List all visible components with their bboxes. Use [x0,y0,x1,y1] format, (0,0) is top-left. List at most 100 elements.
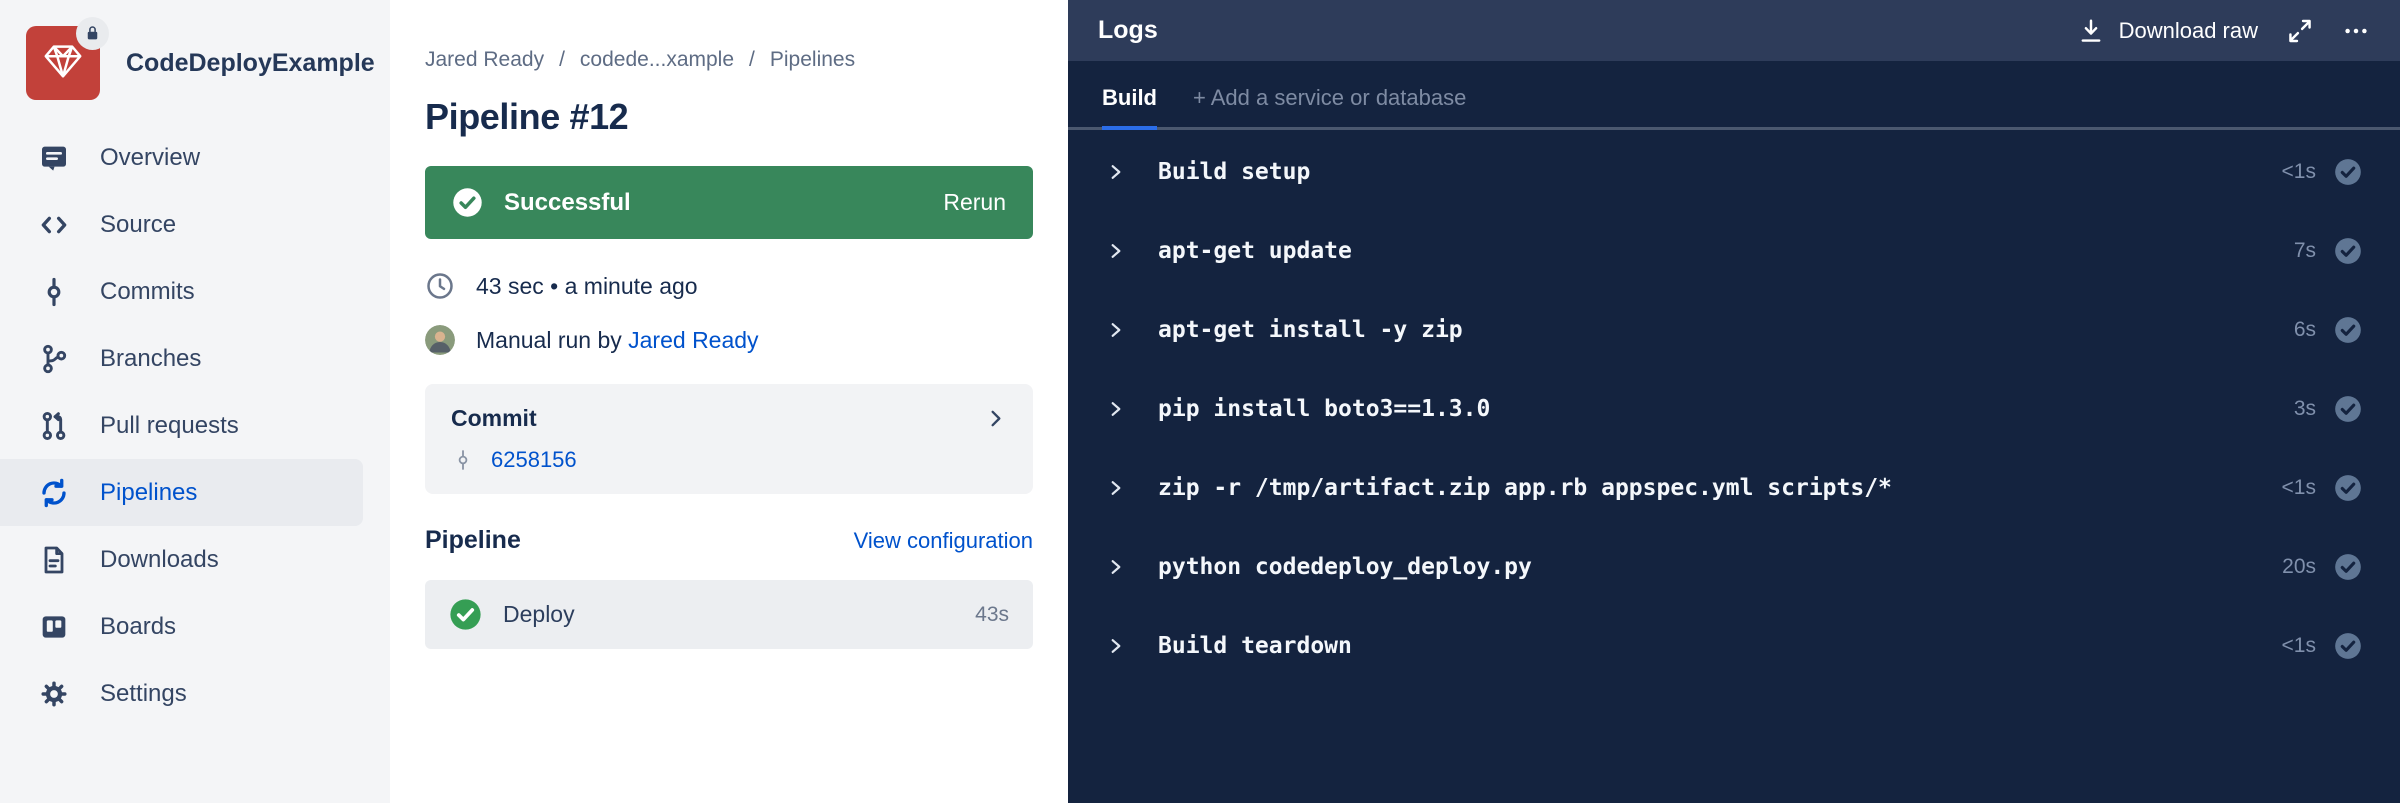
log-duration: 6s [2293,317,2316,341]
sidebar-item-label: Source [100,210,177,238]
log-success-icon [2334,632,2362,660]
commits-icon [38,276,70,308]
fullscreen-button[interactable] [2286,17,2314,45]
log-duration: <1s [2281,159,2316,183]
log-command: pip install boto3==1.3.0 [1158,395,1491,422]
pipeline-section-header: Pipeline View configuration [425,526,1033,555]
log-success-icon [2334,395,2362,423]
pipelines-icon [38,477,70,509]
chevron-right-icon [1106,241,1126,261]
log-success-icon [2334,553,2362,581]
sidebar-item-label: Branches [100,344,202,372]
logs-panel: Logs Download raw Build + Add a service o… [1068,0,2400,803]
settings-icon [38,678,70,710]
repo-avatar[interactable] [26,17,109,100]
sidebar-item-label: Overview [100,143,201,171]
commit-card[interactable]: Commit 6258156 [425,384,1033,494]
pipeline-summary-panel: Jared Ready / codede...xample / Pipelines Pi… [390,0,1068,803]
sidebar-item-label: Boards [100,612,177,640]
tab-add-service[interactable]: + Add a service or database [1193,85,1467,110]
log-duration: <1s [2281,475,2316,499]
log-success-icon [2334,316,2362,344]
run-by-user-link[interactable]: Jared Ready [628,326,759,353]
repo-header: CodeDeployExample [0,17,390,100]
ellipsis-icon [2345,28,2367,33]
log-entry-row[interactable]: Build setup<1s [1106,132,2362,211]
sidebar-item-downloads[interactable]: Downloads [0,526,390,593]
tab-build[interactable]: Build [1102,85,1157,130]
chevron-right-icon [1106,399,1126,419]
step-success-icon [449,598,482,631]
logs-header: Logs Download raw [1068,0,2400,61]
duration-row: 43 sec • a minute ago [425,271,1033,301]
lock-icon [87,26,98,40]
pull-requests-icon [38,410,70,442]
log-command: apt-get install -y zip [1158,316,1463,343]
log-command: python codedeploy_deploy.py [1158,553,1532,580]
log-duration: <1s [2281,633,2316,657]
sidebar-item-source[interactable]: Source [0,191,390,258]
log-duration: 20s [2282,554,2316,578]
more-options-button[interactable] [2342,17,2370,45]
sidebar-item-label: Pull requests [100,411,239,439]
sidebar-item-settings[interactable]: Settings [0,660,390,727]
log-entry-row[interactable]: zip -r /tmp/artifact.zip app.rb appspec.… [1106,448,2362,527]
breadcrumb-item[interactable]: codede...xample [579,48,735,71]
logs-tabs: Build + Add a service or database [1068,61,2400,130]
log-success-icon [2334,158,2362,186]
log-entry-row[interactable]: pip install boto3==1.3.0 3s [1106,369,2362,448]
log-duration: 3s [2293,396,2316,420]
sidebar-item-pull-requests[interactable]: Pull requests [0,392,390,459]
rerun-button[interactable]: Rerun [943,189,1006,215]
chevron-right-icon [1106,636,1126,656]
private-lock-badge [76,17,109,50]
chevron-right-icon [1106,162,1126,182]
log-command: zip -r /tmp/artifact.zip app.rb appspec.… [1158,474,1892,501]
commit-heading: Commit [451,405,537,431]
avatar[interactable] [425,325,455,355]
log-duration: 7s [2293,238,2316,262]
sidebar-item-label: Settings [100,679,187,707]
log-success-icon [2334,474,2362,502]
triggered-by-row: Manual run by Jared Ready [425,325,1033,355]
step-duration: 43s [975,602,1009,626]
view-configuration-link[interactable]: View configuration [853,527,1033,553]
clock-icon [425,271,455,301]
log-entry-row[interactable]: apt-get install -y zip 6s [1106,290,2362,369]
sidebar-item-label: Commits [100,277,195,305]
commit-hash-link[interactable]: 6258156 [491,447,577,472]
overview-icon [38,142,70,174]
logs-title: Logs [1098,16,1158,44]
breadcrumb: Jared Ready / codede...xample / Pipelines [425,48,1033,72]
breadcrumb-separator: / [559,48,565,71]
log-entry-row[interactable]: python codedeploy_deploy.py 20s [1106,527,2362,606]
sidebar-item-commits[interactable]: Commits [0,258,390,325]
sidebar-item-overview[interactable]: Overview [0,124,390,191]
source-icon [38,209,70,241]
sidebar-item-boards[interactable]: Boards [0,593,390,660]
success-check-icon [452,187,483,218]
chevron-right-icon [1106,557,1126,577]
downloads-icon [38,544,70,576]
sidebar-item-pipelines[interactable]: Pipelines [0,459,363,526]
breadcrumb-item[interactable]: Jared Ready [425,48,545,71]
expand-icon [2289,19,2311,42]
download-icon [2081,19,2100,42]
run-by-text: Manual run by Jared Ready [476,326,759,353]
chevron-right-icon [984,407,1007,430]
log-entry-row[interactable]: Build teardown<1s [1106,606,2362,685]
breadcrumb-item[interactable]: Pipelines [769,48,856,71]
sidebar-item-label: Downloads [100,545,219,573]
download-raw-button[interactable]: Download raw [2077,17,2258,45]
breadcrumb-separator: / [749,48,755,71]
pipeline-heading: Pipeline [425,526,521,554]
repo-name: CodeDeployExample [126,48,375,77]
sidebar-item-branches[interactable]: Branches [0,325,390,392]
status-banner: Successful Rerun [425,166,1033,239]
